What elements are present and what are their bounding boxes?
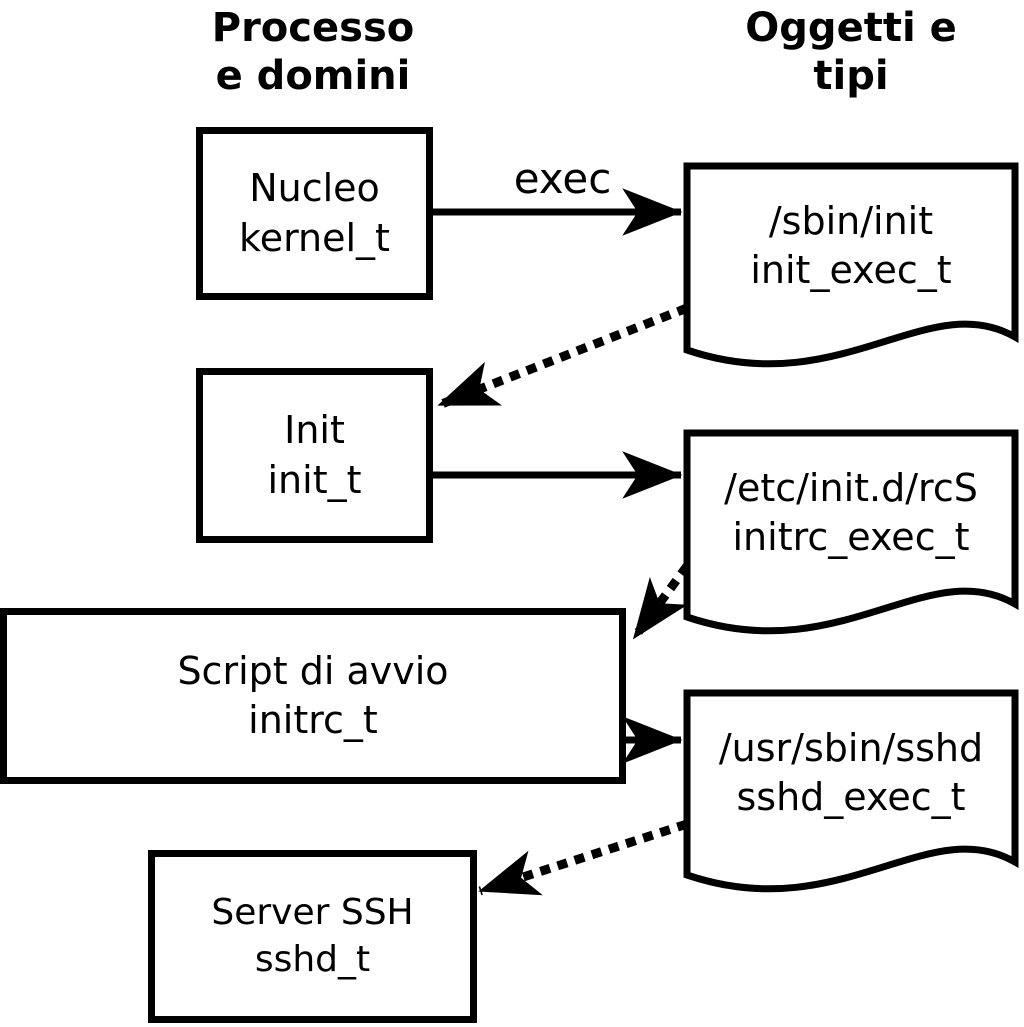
process-type: init_t (267, 457, 362, 502)
process-type: initrc_t (248, 698, 378, 742)
process-box-init: Init init_t (196, 368, 433, 543)
document-shape-usr-sbin-sshd (683, 689, 1019, 893)
column-header-processes: Processo e domini (211, 5, 415, 99)
process-type: kernel_t (239, 215, 390, 260)
exec-edge-label: exec (513, 154, 612, 203)
document-shape-etc-initd-rcs (683, 429, 1019, 635)
process-label: Init (284, 408, 345, 453)
dotted-arrow-sbin-init-to-init-t (437, 303, 689, 410)
process-box-kernel: Nucleo kernel_t (196, 127, 433, 300)
dotted-arrow-rcs-to-initrc-t (630, 563, 691, 641)
process-label: Server SSH (211, 891, 414, 933)
process-type: sshd_t (254, 938, 371, 980)
document-shape-sbin-init (683, 162, 1019, 368)
column-header-objects: Oggetti e tipi (745, 5, 957, 99)
process-label: Script di avvio (177, 648, 449, 693)
dotted-arrow-sshd-exec-to-sshd-t (478, 819, 689, 896)
process-box-sshd: Server SSH sshd_t (148, 850, 477, 1023)
process-label: Nucleo (249, 166, 380, 211)
process-box-initrc: Script di avvio initrc_t (0, 608, 626, 784)
